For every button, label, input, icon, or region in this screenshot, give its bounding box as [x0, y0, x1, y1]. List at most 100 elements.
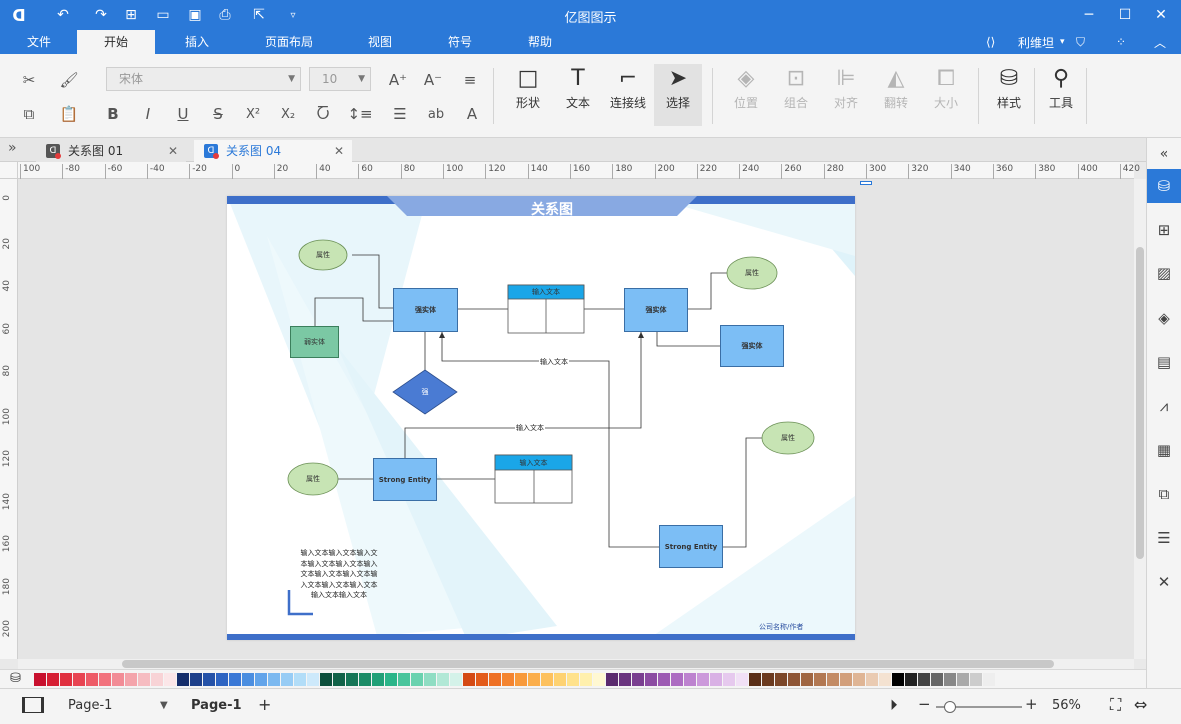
color-swatch[interactable] — [554, 673, 566, 686]
color-swatch[interactable] — [346, 673, 358, 686]
org-icon[interactable]: ⧉ — [1158, 485, 1170, 503]
entity-strong-3[interactable]: 强实体 — [720, 325, 784, 367]
zoom-out-icon[interactable]: − — [918, 695, 931, 713]
color-swatch[interactable] — [398, 673, 410, 686]
table-icon[interactable]: ▦ — [1156, 441, 1172, 459]
decrease-font-icon[interactable]: A⁻ — [423, 71, 443, 89]
diagram-title[interactable]: 关系图 — [531, 202, 573, 218]
color-swatch[interactable] — [736, 673, 748, 686]
horizontal-scrollbar[interactable] — [18, 659, 1134, 669]
attr-3[interactable]: 属性 — [306, 475, 320, 483]
page-tab[interactable]: Page-1 — [191, 698, 242, 713]
color-swatch[interactable] — [502, 673, 514, 686]
zoom-slider-handle[interactable] — [944, 701, 956, 713]
entity-strong-en-1[interactable]: Strong Entity — [373, 458, 437, 501]
color-swatch[interactable] — [450, 673, 462, 686]
color-swatch[interactable] — [476, 673, 488, 686]
add-page-icon[interactable]: + — [258, 695, 272, 714]
select-button[interactable]: ➤选择 — [654, 64, 702, 126]
note-text[interactable]: 输入文本输入文本输入文 本输入文本输入文本输入 文本输入文本输入文本输 入文本输… — [300, 549, 378, 599]
color-swatch[interactable] — [125, 673, 137, 686]
page-view-icon[interactable] — [22, 697, 44, 713]
collapse-panel-icon[interactable]: « — [1159, 146, 1169, 162]
redo-icon[interactable]: ↷ — [95, 7, 107, 23]
print-icon[interactable]: ⎙ — [219, 7, 231, 23]
color-swatch[interactable] — [580, 673, 592, 686]
chart-icon[interactable]: ⩘ — [1159, 397, 1169, 415]
color-swatch[interactable] — [385, 673, 397, 686]
color-swatch[interactable] — [333, 673, 345, 686]
fit-page-icon[interactable]: ⛶ — [1110, 695, 1122, 714]
tab-file[interactable]: 文件 — [26, 35, 51, 49]
format-painter-icon[interactable]: 🖌 — [59, 71, 79, 89]
customize-icon[interactable]: ▿ — [290, 9, 296, 21]
color-swatch[interactable] — [424, 673, 436, 686]
shape-button[interactable]: □形状 — [504, 64, 552, 126]
color-swatch[interactable] — [632, 673, 644, 686]
entity-strong-2[interactable]: 强实体 — [624, 288, 688, 332]
tab-page-layout[interactable]: 页面布局 — [264, 35, 313, 49]
fill-color-icon[interactable]: ⛁ — [10, 671, 21, 686]
bold-icon[interactable]: B — [107, 105, 119, 123]
undo-icon[interactable]: ↶ — [57, 7, 69, 23]
color-swatch[interactable] — [541, 673, 553, 686]
color-swatch[interactable] — [710, 673, 722, 686]
color-swatch[interactable] — [671, 673, 683, 686]
color-swatch[interactable] — [801, 673, 813, 686]
page-select[interactable]: Page-1 — [68, 698, 113, 713]
close-tab-icon[interactable]: ✕ — [167, 144, 178, 158]
doc-tab-1[interactable]: ᗡ 关系图 01 ✕ — [36, 140, 186, 162]
color-swatch[interactable] — [918, 673, 930, 686]
tab-insert[interactable]: 插入 — [184, 35, 209, 49]
color-swatch[interactable] — [827, 673, 839, 686]
color-swatch[interactable] — [762, 673, 774, 686]
connector-button[interactable]: ⌐连接线 — [604, 64, 652, 126]
color-swatch[interactable] — [86, 673, 98, 686]
color-swatch[interactable] — [905, 673, 917, 686]
color-swatch[interactable] — [749, 673, 761, 686]
apps-icon[interactable]: ⁘ — [1116, 35, 1127, 49]
color-swatch[interactable] — [658, 673, 670, 686]
vertical-scrollbar[interactable] — [1134, 179, 1146, 659]
color-swatch[interactable] — [684, 673, 696, 686]
table-header-1[interactable]: 输入文本 — [532, 288, 560, 296]
color-swatch[interactable] — [294, 673, 306, 686]
tab-home[interactable]: 开始 — [77, 30, 155, 54]
tools-button[interactable]: ⚲工具 — [1037, 64, 1085, 126]
position-button[interactable]: ◈位置 — [722, 64, 770, 126]
color-swatch[interactable] — [931, 673, 943, 686]
footer-text[interactable]: 公司名称/作者 — [759, 623, 804, 631]
color-swatch[interactable] — [866, 673, 878, 686]
app-logo-icon[interactable]: ᗡ — [12, 5, 26, 25]
notes-icon[interactable]: ☰ — [1157, 529, 1171, 547]
entity-strong-1[interactable]: 强实体 — [393, 288, 458, 332]
collapse-ribbon-icon[interactable]: ︿ — [1154, 35, 1167, 50]
color-swatch[interactable] — [268, 673, 280, 686]
doc-tab-2[interactable]: ᗡ 关系图 04 ✕ — [194, 140, 352, 162]
diagram-page[interactable]: 强实体 强实体 强实体 弱实体 Strong Entity Strong Ent… — [227, 196, 855, 640]
underline-icon[interactable]: U — [177, 105, 189, 123]
color-swatch[interactable] — [892, 673, 904, 686]
color-swatch[interactable] — [242, 673, 254, 686]
close-tab-icon[interactable]: ✕ — [333, 144, 344, 158]
bullet-list-icon[interactable]: ☰ — [393, 105, 407, 123]
group-button[interactable]: ⊡组合 — [772, 64, 820, 126]
symbols-icon[interactable]: ⊞ — [1157, 221, 1171, 239]
color-swatch[interactable] — [359, 673, 371, 686]
color-swatch[interactable] — [645, 673, 657, 686]
copy-icon[interactable]: ⧉ — [23, 105, 35, 123]
image-icon[interactable]: ▨ — [1156, 264, 1172, 282]
drawing-canvas[interactable]: 强实体 强实体 强实体 弱实体 Strong Entity Strong Ent… — [18, 179, 1134, 659]
color-swatch[interactable] — [112, 673, 124, 686]
color-swatch[interactable] — [229, 673, 241, 686]
color-swatch[interactable] — [814, 673, 826, 686]
color-swatch[interactable] — [593, 673, 605, 686]
color-swatch[interactable] — [697, 673, 709, 686]
color-swatch[interactable] — [60, 673, 72, 686]
color-swatch[interactable] — [515, 673, 527, 686]
play-icon[interactable]: ⏵ — [890, 696, 898, 714]
text-case-icon[interactable]: ab — [427, 106, 445, 122]
font-color-icon[interactable]: A — [466, 105, 478, 123]
color-swatch[interactable] — [489, 673, 501, 686]
